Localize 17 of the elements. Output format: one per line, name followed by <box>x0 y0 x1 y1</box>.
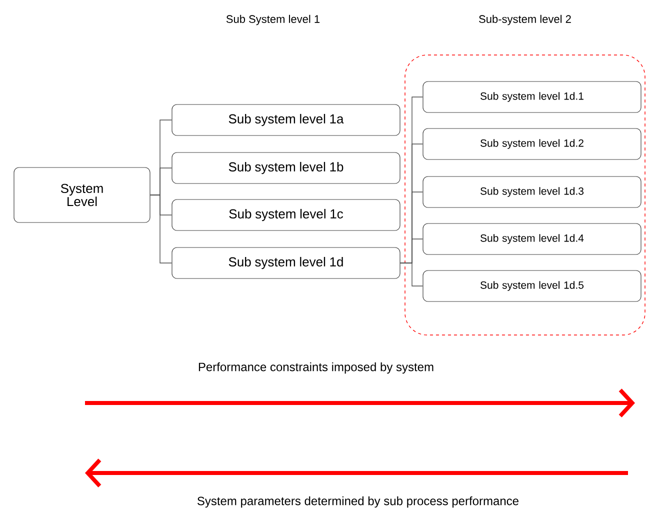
process-box: Sub system level 1d.5 <box>422 270 642 302</box>
process-box: Sub system level 1d.3 <box>422 176 642 208</box>
process-box: Sub system level 1a <box>172 104 400 136</box>
column-heading: Sub System level 1 <box>226 14 320 26</box>
process-box: System Level <box>14 167 150 223</box>
process-box: Sub system level 1d.4 <box>422 223 642 255</box>
group-boundary <box>404 54 646 336</box>
process-box: Sub system level 1b <box>172 152 400 184</box>
process-box: Sub system level 1d <box>172 247 400 279</box>
connector <box>150 194 172 264</box>
connector <box>400 262 424 286</box>
arrow-caption: Performance constraints imposed by system <box>198 362 434 374</box>
process-box: Sub system level 1d.2 <box>422 128 642 160</box>
process-box: Sub system level 1c <box>172 199 400 231</box>
process-box: Sub system level 1d.1 <box>422 81 642 113</box>
arrow-caption: System parameters determined by sub process performance <box>197 496 518 508</box>
column-heading: Sub-system level 2 <box>479 14 571 26</box>
